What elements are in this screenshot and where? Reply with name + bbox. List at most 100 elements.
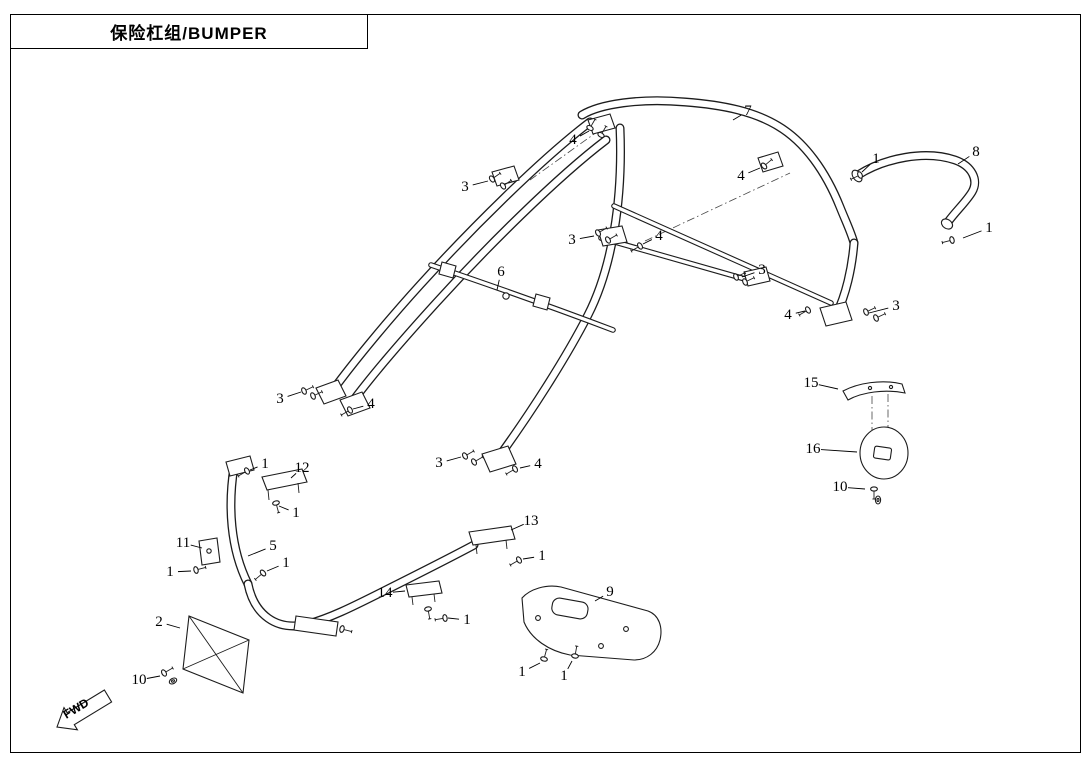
bolt-icon — [733, 271, 747, 281]
mount-plate-2 — [182, 615, 250, 694]
skid-plate-hole — [623, 626, 629, 632]
callout-label: 4 — [534, 456, 542, 472]
front-bumper — [198, 455, 479, 637]
bracket-14-plate — [405, 580, 443, 598]
plate-16 — [859, 426, 909, 480]
leader-line — [247, 548, 266, 557]
bolt-icon — [461, 449, 475, 460]
leader-line — [510, 523, 524, 531]
bolt-icon — [310, 390, 324, 400]
bolt-icon — [630, 242, 644, 253]
leader-line — [392, 590, 406, 593]
bolt-icon — [594, 226, 608, 237]
construction-lines — [529, 128, 889, 430]
leader-line — [278, 505, 289, 511]
handle-end-cap — [940, 218, 954, 230]
callout-label: 16 — [806, 441, 822, 457]
bracket-13 — [468, 525, 516, 555]
front-foot-outer — [315, 379, 347, 405]
skid-plate-9 — [521, 585, 662, 661]
leader-line — [567, 660, 573, 670]
leader-line — [642, 239, 653, 245]
front-pillar-inner-tube — [346, 136, 610, 409]
skid-plate-slot — [551, 597, 589, 620]
leader-line — [249, 466, 258, 471]
bumper-foot-plate — [293, 615, 339, 637]
leader-line — [594, 595, 604, 602]
bolt-icon — [470, 455, 484, 466]
bolt-icon — [434, 614, 448, 622]
callout-label: 4 — [569, 132, 577, 148]
bracket-14 — [405, 580, 443, 606]
callout-label: 7 — [744, 103, 752, 119]
leader-line — [146, 675, 161, 679]
bolt-icon — [760, 158, 774, 170]
leader-line — [818, 384, 839, 390]
fwd-arrow: FWD — [56, 689, 113, 731]
bolt-icon — [499, 178, 513, 190]
leader-line — [447, 617, 460, 620]
callout-label: 1 — [463, 612, 471, 628]
leader-line — [868, 307, 889, 314]
cross-member-tube — [429, 263, 615, 332]
callout-label: 3 — [461, 179, 469, 195]
leader-line — [177, 570, 192, 573]
bolt-icon — [849, 171, 863, 181]
bolt-icon — [193, 565, 207, 574]
leader-line — [528, 662, 541, 669]
bracket-15-hole — [867, 385, 873, 391]
cross-member-tab — [532, 293, 551, 311]
bolt-icon — [488, 171, 502, 183]
plate-16-slot — [872, 445, 893, 461]
plate-cross-line — [182, 639, 250, 670]
page-title: 保险杠组/BUMPER — [110, 24, 268, 43]
bolt-icon — [571, 645, 579, 659]
bolt-icon — [509, 556, 523, 567]
leader-line — [820, 449, 858, 453]
bracket-12-leg — [267, 489, 270, 501]
leader-line — [847, 487, 866, 490]
bracket-15-hole — [888, 384, 894, 390]
callout-label: 6 — [497, 264, 505, 280]
bolt-icon — [597, 125, 608, 139]
callout-label: 3 — [435, 455, 443, 471]
leader-line — [266, 565, 279, 572]
bolt-icon — [301, 385, 315, 395]
front-pillar-inner-tube — [345, 135, 611, 410]
callout-label: 1 — [282, 555, 290, 571]
callout-label: 3 — [892, 298, 900, 314]
leader-line — [732, 114, 742, 121]
leader-line — [287, 391, 302, 397]
bolt-icon — [340, 406, 354, 417]
bolt-icon — [339, 625, 353, 634]
callout-label: 11 — [176, 535, 190, 551]
callout-label: 13 — [524, 513, 539, 529]
leader-line — [496, 279, 500, 291]
bolt-icon — [798, 306, 812, 317]
leader-line — [522, 556, 535, 560]
pillar-junction-bracket — [597, 225, 628, 247]
callout-label: 3 — [758, 262, 766, 278]
cross-member-tab — [438, 261, 457, 279]
bumper-post-tube — [227, 463, 252, 588]
leader-line — [519, 465, 531, 469]
callout-label: 12 — [295, 460, 310, 476]
cross-member-ring — [502, 292, 510, 300]
front-pillar-outer-tube — [329, 118, 594, 394]
bolt-icon — [160, 666, 174, 677]
bolt-icon — [272, 500, 281, 514]
front-pillar-outer-tube — [328, 117, 595, 395]
callout-label: 14 — [378, 585, 394, 601]
bracket-11-hole — [206, 548, 212, 554]
leader-line — [190, 544, 203, 549]
leader-line — [579, 130, 590, 137]
callout-label: 4 — [367, 396, 375, 412]
leader-line — [861, 164, 871, 173]
callout-label: 2 — [155, 614, 163, 630]
bracket-14-leg — [433, 593, 436, 603]
callout-label: 1 — [538, 548, 546, 564]
bolt-icon — [863, 306, 877, 316]
callout-label: 4 — [655, 228, 663, 244]
